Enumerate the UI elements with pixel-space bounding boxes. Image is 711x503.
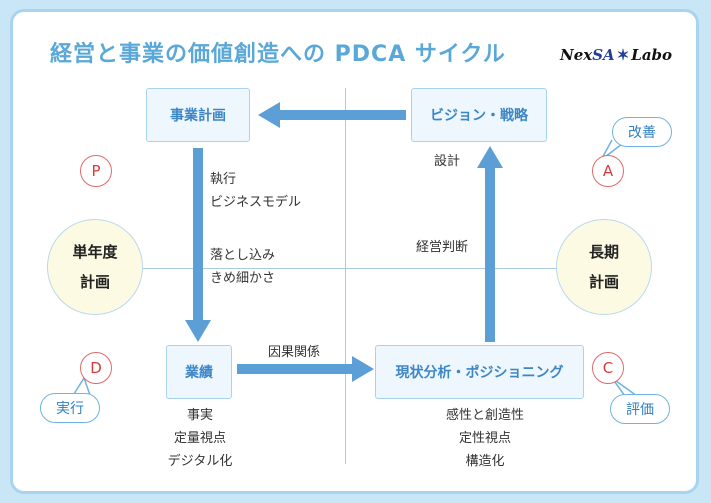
vision-box: ビジョン・戦略: [411, 88, 547, 142]
causality-label: 因果関係: [268, 345, 321, 360]
results-notes: 事実 定量視点 デジタル化: [150, 404, 250, 473]
arrow-results-to-analysis: [237, 356, 374, 382]
execution-notes: 執行 ビジネスモデル: [210, 168, 301, 214]
breakdown-note-2: きめ細かさ: [210, 271, 276, 286]
management-judgment-label: 経営判断: [416, 240, 469, 255]
single-year-plan-line1: 単年度: [72, 243, 118, 261]
long-term-plan-circle: 長期 計画: [556, 219, 652, 315]
results-box: 業績: [166, 345, 232, 399]
do-letter: D: [80, 352, 112, 384]
brand-logo: NexSA✶Labo: [560, 46, 672, 64]
execution-note-2: ビジネスモデル: [210, 195, 302, 210]
logo-part-3: Labo: [631, 46, 673, 64]
breakdown-notes: 落とし込み きめ細かさ: [210, 244, 275, 290]
improve-bubble: 改善: [612, 117, 672, 147]
logo-star-icon: ✶: [616, 46, 630, 64]
evaluate-bubble: 評価: [610, 394, 670, 424]
analysis-note-2: 定性視点: [458, 431, 511, 446]
long-term-plan-line1: 長期: [588, 243, 619, 261]
design-label: 設計: [434, 154, 461, 169]
vertical-axis: [345, 88, 346, 464]
execute-bubble: 実行: [40, 393, 100, 423]
horizontal-axis: [140, 268, 560, 269]
results-note-3: デジタル化: [167, 454, 233, 469]
results-note-2: 定量視点: [173, 431, 226, 446]
analysis-box: 現状分析・ポジショニング: [375, 345, 584, 399]
act-letter: A: [592, 155, 624, 187]
single-year-plan-circle: 単年度 計画: [47, 219, 143, 315]
arrow-plan-to-results: [185, 148, 211, 342]
analysis-note-3: 構造化: [465, 454, 505, 469]
page-title: 経営と事業の価値創造への PDCA サイクル: [50, 42, 506, 67]
analysis-note-1: 感性と創造性: [445, 408, 524, 423]
long-term-plan-line2: 計画: [588, 273, 619, 291]
arrow-vision-to-plan: [258, 102, 406, 128]
analysis-notes: 感性と創造性 定性視点 構造化: [420, 404, 550, 473]
execution-note-1: 執行: [210, 172, 237, 187]
plan-box: 事業計画: [146, 88, 250, 142]
breakdown-note-1: 落とし込み: [210, 248, 276, 263]
results-note-1: 事実: [186, 408, 213, 423]
arrow-analysis-to-vision: [477, 146, 503, 342]
single-year-plan-line2: 計画: [79, 273, 110, 291]
check-letter: C: [592, 352, 624, 384]
logo-part-2: SA: [592, 46, 615, 64]
plan-letter: P: [80, 155, 112, 187]
logo-part-1: Nex: [560, 46, 593, 64]
